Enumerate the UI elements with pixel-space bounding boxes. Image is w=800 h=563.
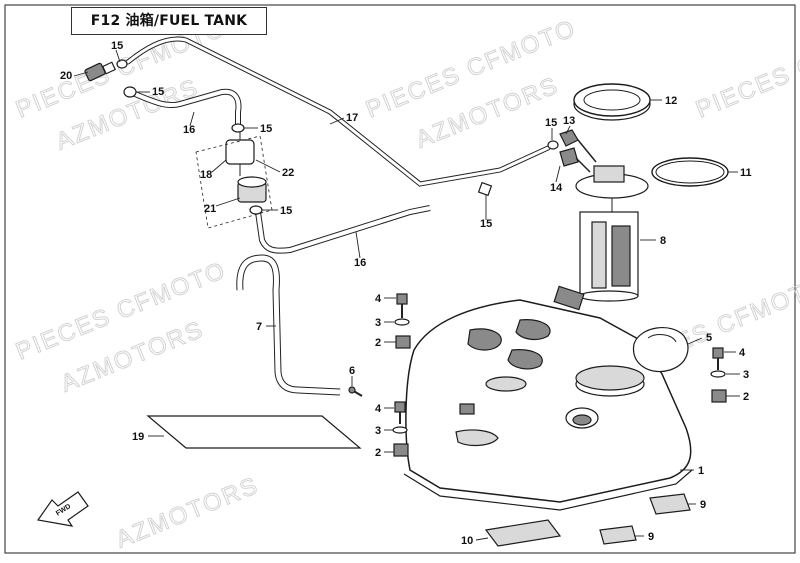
breather-hose-7 (236, 254, 341, 396)
fuel-pump-8 (553, 165, 649, 311)
fuel-line-17 (125, 36, 551, 187)
callout-9: 9 (648, 531, 654, 543)
leader-lines (73, 49, 740, 541)
callout-2: 2 (375, 447, 381, 459)
rubber-2-a (395, 335, 411, 349)
clamp-15-f (547, 140, 559, 150)
callout-15: 15 (545, 117, 557, 129)
callout-12: 12 (665, 95, 677, 107)
filler-cap-5 (632, 327, 689, 373)
callout-8: 8 (660, 235, 666, 247)
callout-9: 9 (700, 499, 706, 511)
diagram-border (4, 4, 796, 554)
callout-3: 3 (375, 425, 381, 437)
callout-15: 15 (480, 218, 492, 230)
fitting-13 (559, 129, 597, 163)
callout-15: 15 (152, 86, 164, 98)
fuel-line-16-lower (255, 205, 431, 254)
callout-10: 10 (461, 535, 473, 547)
washer-3-b (392, 426, 408, 434)
callout-1: 1 (698, 465, 704, 477)
clamp-15-b (123, 86, 137, 98)
callout-18: 18 (200, 169, 212, 181)
seal-ring-11 (651, 157, 729, 187)
callout-3: 3 (375, 317, 381, 329)
fuel-tank-1 (403, 299, 693, 511)
filter-holder-21 (237, 176, 267, 203)
rubber-2-b (393, 443, 409, 457)
callout-15: 15 (260, 123, 272, 135)
callout-3: 3 (743, 369, 749, 381)
fwd-arrow-icon: FWD (36, 491, 89, 527)
callout-4: 4 (375, 403, 382, 415)
quick-connector-20 (84, 61, 117, 82)
callout-4: 4 (375, 293, 382, 305)
callout-5: 5 (706, 332, 712, 344)
callout-15: 15 (280, 205, 292, 217)
washer-3-c (710, 370, 726, 378)
callout-17: 17 (346, 112, 358, 124)
callout-2: 2 (743, 391, 749, 403)
callout-labels: 15 20 15 16 15 17 18 22 21 15 16 15 15 1… (60, 40, 752, 547)
callout-11: 11 (740, 167, 752, 179)
lock-ring-12 (573, 83, 651, 121)
callout-16: 16 (354, 257, 366, 269)
bolt-4-c (712, 347, 724, 370)
callout-2: 2 (375, 337, 381, 349)
pad-9-b (599, 525, 637, 545)
callout-6: 6 (349, 365, 355, 377)
rubber-2-c (711, 389, 727, 403)
callout-15: 15 (111, 40, 123, 52)
page-title: F12 油箱/FUEL TANK (90, 13, 248, 29)
callout-19: 19 (132, 431, 144, 443)
clamp-15-c (231, 123, 245, 133)
fuel-line-16-upper (128, 88, 242, 126)
callout-7: 7 (256, 321, 262, 333)
pad-10 (484, 519, 562, 547)
callout-13: 13 (563, 115, 575, 127)
pad-9-a (649, 493, 691, 515)
watermark-text: PIECES CFMOTO (692, 15, 800, 124)
clamp-15-a (116, 59, 128, 69)
fuel-filter-18 (225, 132, 255, 176)
callout-20: 20 (60, 70, 72, 82)
callout-4: 4 (739, 347, 746, 359)
callout-14: 14 (550, 182, 563, 194)
callout-22: 22 (282, 167, 294, 179)
clamp-15-d (249, 205, 263, 215)
pad-19 (146, 415, 362, 449)
washer-3-a (394, 318, 410, 326)
clamp-15-e (477, 181, 493, 197)
bolt-4-b (394, 401, 406, 424)
watermark-text: AZMOTORS (112, 472, 263, 554)
title-box: F12 油箱/FUEL TANK (71, 7, 267, 35)
fitting-14 (559, 147, 591, 173)
callout-21: 21 (204, 203, 216, 215)
bolt-4-a (396, 293, 408, 318)
fitting-6 (348, 386, 363, 397)
callout-16: 16 (183, 124, 195, 136)
